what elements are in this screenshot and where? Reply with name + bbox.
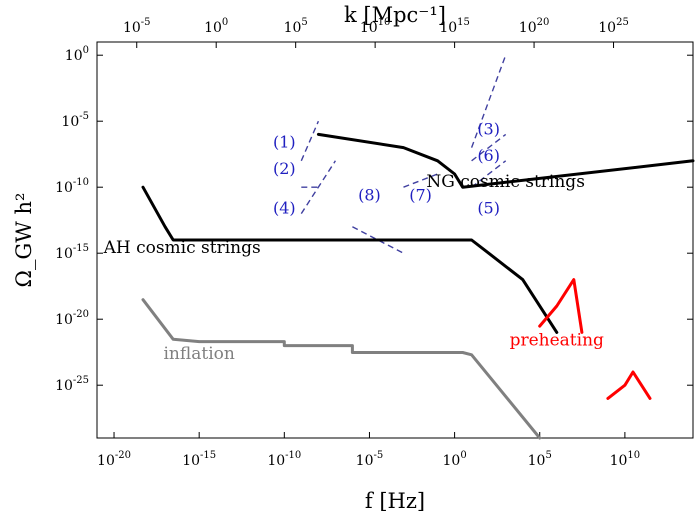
y-tick-label: 10-15 <box>55 243 89 262</box>
top-tick-label: 105 <box>284 17 308 36</box>
top-tick-label: 1025 <box>598 17 629 36</box>
series-line <box>316 132 695 189</box>
series-line <box>141 185 559 334</box>
annotation-label: AH cosmic strings <box>103 238 261 258</box>
sensitivity-curve <box>403 173 438 188</box>
annotation-label: (5) <box>477 199 500 218</box>
annotation-label: preheating <box>510 331 604 351</box>
annotation-label: (3) <box>477 119 500 138</box>
annotation-label: (8) <box>358 185 381 204</box>
x-tick-label: 1010 <box>610 450 641 469</box>
x-tick-label: 100 <box>442 450 466 469</box>
top-x-axis-title: k [Mpc⁻¹] <box>344 3 446 27</box>
x-axis-title: f [Hz] <box>365 489 425 513</box>
x-tick-label: 10-15 <box>182 450 216 469</box>
annotation-label: (1) <box>273 133 296 152</box>
annotation-label: (4) <box>273 199 296 218</box>
y-tick-label: 100 <box>65 45 89 64</box>
x-tick-label: 10-5 <box>356 450 384 469</box>
y-tick-label: 10-25 <box>55 375 89 394</box>
x-tick-label: 10-20 <box>97 450 131 469</box>
annotation-label: (2) <box>273 159 296 178</box>
series-line <box>141 298 542 440</box>
top-tick-label: 100 <box>204 17 228 36</box>
plot-frame <box>96 41 694 439</box>
top-tick-label: 1020 <box>519 17 550 36</box>
series-line <box>606 370 652 400</box>
sensitivity-curve <box>300 120 320 162</box>
x-tick-label: 105 <box>528 450 552 469</box>
sensitivity-curve <box>470 54 507 148</box>
y-tick-label: 10-10 <box>55 177 89 196</box>
annotation-label: NG cosmic strings <box>426 172 585 192</box>
annotation-label: (6) <box>477 146 500 165</box>
sensitivity-curve <box>471 133 507 162</box>
top-tick-label: 10-5 <box>123 17 151 36</box>
y-axis-title: Ω_GW h² <box>12 193 36 288</box>
y-tick-label: 10-20 <box>55 309 89 328</box>
annotation-label: (7) <box>409 185 432 204</box>
sensitivity-curve <box>300 160 336 214</box>
sensitivity-curve <box>471 160 507 188</box>
series-line <box>538 278 584 334</box>
annotation-label: inflation <box>164 344 235 364</box>
y-tick-label: 10-5 <box>61 111 89 130</box>
x-tick-label: 10-10 <box>267 450 301 469</box>
